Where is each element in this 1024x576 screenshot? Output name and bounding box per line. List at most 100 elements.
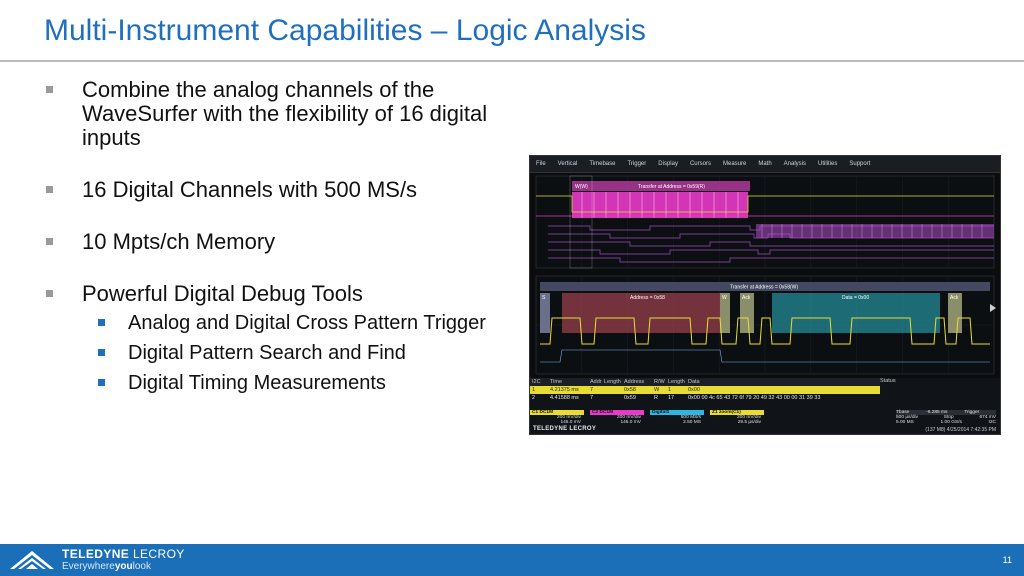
sub-bullet-item: Analog and Digital Cross Pattern Trigger <box>44 312 494 334</box>
scope-waveform-display: W(W) Transfer at Address = 0x59(R) <box>535 175 996 375</box>
menu-analysis[interactable]: Analysis <box>783 161 807 167</box>
decode-status-header: Status <box>880 378 896 384</box>
scope-bottom-panel: I2C Time Addr Length Address R/W Length … <box>530 378 1000 434</box>
menu-support[interactable]: Support <box>849 161 871 167</box>
channel-z1-tdiv: 29.5 µs/div <box>737 420 761 425</box>
sub-bullet-square-icon <box>98 379 105 386</box>
page-number: 11 <box>1002 555 1012 565</box>
bullet-text: Powerful Digital Debug Tools <box>82 281 363 306</box>
bullet-text: Combine the analog channels of the WaveS… <box>82 77 488 150</box>
col-protocol: I2C <box>532 379 541 385</box>
menu-timebase[interactable]: Timebase <box>589 161 616 167</box>
channel-c2-tag: C2 DC1M <box>590 410 644 415</box>
menu-math[interactable]: Math <box>758 161 772 167</box>
channel-c1-vdiv: 200 mV/div <box>557 415 581 420</box>
channel-c2-descriptor[interactable]: C2 DC1M 200 mV/div 145.0 mV <box>590 410 644 426</box>
scope-brand-logo: TELEDYNE LECROY <box>533 426 597 432</box>
tagline-bold: you <box>114 561 133 572</box>
channel-z1-vdiv: 200 mV/div <box>737 415 761 420</box>
col-length: Length <box>604 379 621 385</box>
bullet-square-icon <box>46 186 53 193</box>
sub-bullet-text: Digital Timing Measurements <box>128 372 386 394</box>
channel-digital-tag: Digital1 <box>650 410 704 415</box>
zoom-transfer-label: Transfer at Address = 0x58(W) <box>730 285 798 291</box>
table-row[interactable]: 1 4.21375 ms 7 0x58 W 1 0x00 <box>530 386 880 394</box>
bullet-list: Combine the analog channels of the WaveS… <box>44 78 494 402</box>
trigger-label: Trigger <box>964 410 980 415</box>
overview-digital-burst <box>756 224 994 238</box>
channel-c1-tag: C1 DC1M <box>530 410 584 415</box>
cell-addr: 7 <box>590 395 594 401</box>
zoom-address-block <box>562 293 720 333</box>
cell-index: 1 <box>532 387 536 393</box>
col-length-2: Length <box>668 379 685 385</box>
sub-bullet-square-icon <box>98 349 105 356</box>
bullet-square-icon <box>46 86 53 93</box>
zoom-address-label: Address = 0x58 <box>630 295 665 301</box>
overview-gridlines <box>581 176 949 268</box>
oscilloscope-screenshot: File Vertical Timebase Trigger Display C… <box>529 155 1001 435</box>
menu-display[interactable]: Display <box>658 161 678 167</box>
overview-digital-burst-edges <box>761 224 983 238</box>
zoom-decode-band <box>540 282 990 291</box>
col-rw: R/W <box>654 379 665 385</box>
menu-utilities[interactable]: Utilities <box>818 161 838 167</box>
channel-z1-tag: Z1 zoom(C1) <box>710 410 764 415</box>
channel-digital-rate: 500 MS/s <box>680 415 701 420</box>
menu-cursors[interactable]: Cursors <box>689 161 711 167</box>
overview-decode-band <box>572 181 750 191</box>
teledyne-logo-icon <box>10 551 54 569</box>
scope-timestamp: (137 M8) 4/25/2014 7:42:35 PM <box>925 427 996 433</box>
channel-c1-offset: 145.0 mV <box>560 420 581 425</box>
overview-transfer-label: Transfer at Address = 0x59(R) <box>638 184 705 190</box>
cell-time: 4.41588 ms <box>550 395 579 401</box>
menu-vertical[interactable]: Vertical <box>557 161 578 167</box>
channel-digital-descriptor[interactable]: Digital1 500 MS/s 2.50 MS <box>650 410 704 426</box>
cell-address: 0x58 <box>624 387 636 393</box>
col-time: Time <box>550 379 563 385</box>
trigger-mode: Stop <box>943 415 954 420</box>
channel-z1-descriptor[interactable]: Z1 zoom(C1) 200 mV/div 29.5 µs/div <box>710 410 764 426</box>
title-divider <box>0 60 1024 62</box>
sub-bullet-item: Digital Timing Measurements <box>44 372 494 394</box>
zoom-data-label: Data = 0x00 <box>842 295 869 301</box>
cell-data: 0x00 00 4c 65 43 72 6f 79 20 49 32 43 00… <box>688 395 821 401</box>
zoom-w-label: W <box>722 295 727 301</box>
zoom-clock-trace <box>540 349 990 363</box>
sub-bullet-square-icon <box>98 319 105 326</box>
channel-c2-offset: 145.0 mV <box>620 420 641 425</box>
menu-measure[interactable]: Measure <box>722 161 747 167</box>
tagline-post: look <box>132 561 151 572</box>
decode-table-header: I2C Time Addr Length Address R/W Length … <box>530 378 880 386</box>
zoom-ack-block-1 <box>740 293 754 333</box>
cell-addr: 7 <box>590 387 594 393</box>
bullet-square-icon <box>46 290 53 297</box>
cell-length-2: 1 <box>668 387 672 393</box>
menu-trigger[interactable]: Trigger <box>627 161 647 167</box>
tagline-pre: Everywhere <box>62 561 115 572</box>
timebase-value: -6.285 ms <box>926 410 948 415</box>
zoom-start-label: S <box>542 295 546 301</box>
trigger-marker-icon[interactable] <box>990 304 996 312</box>
zoom-data-block <box>772 293 940 333</box>
zoom-ack-block-2 <box>948 293 962 333</box>
channel-digital-samples: 2.50 MS <box>683 420 701 425</box>
channel-c1-descriptor[interactable]: C1 DC1M 200 mV/div 145.0 mV <box>530 410 584 426</box>
cell-address: 0x59 <box>624 395 636 401</box>
overview-rw-label: W(W) <box>575 184 588 190</box>
col-addr: Addr <box>590 379 602 385</box>
overview-c2-burst <box>572 192 748 218</box>
bullet-item: 10 Mpts/ch Memory <box>44 230 494 254</box>
bullet-item: Combine the analog channels of the WaveS… <box>44 78 494 150</box>
sub-bullet-text: Digital Pattern Search and Find <box>128 342 406 364</box>
table-row[interactable]: 2 4.41588 ms 7 0x59 R 17 0x00 00 4c 65 4… <box>530 394 880 402</box>
footer-brand: TELEDYNE LECROY <box>62 547 185 561</box>
cell-time: 4.21375 ms <box>550 387 579 393</box>
bullet-square-icon <box>46 238 53 245</box>
zoom-ack-label-1: Ack <box>742 295 751 301</box>
menu-file[interactable]: File <box>536 161 546 167</box>
cell-rw: W <box>654 387 660 393</box>
decode-table: I2C Time Addr Length Address R/W Length … <box>530 378 880 402</box>
zoom-w-block <box>720 293 730 333</box>
